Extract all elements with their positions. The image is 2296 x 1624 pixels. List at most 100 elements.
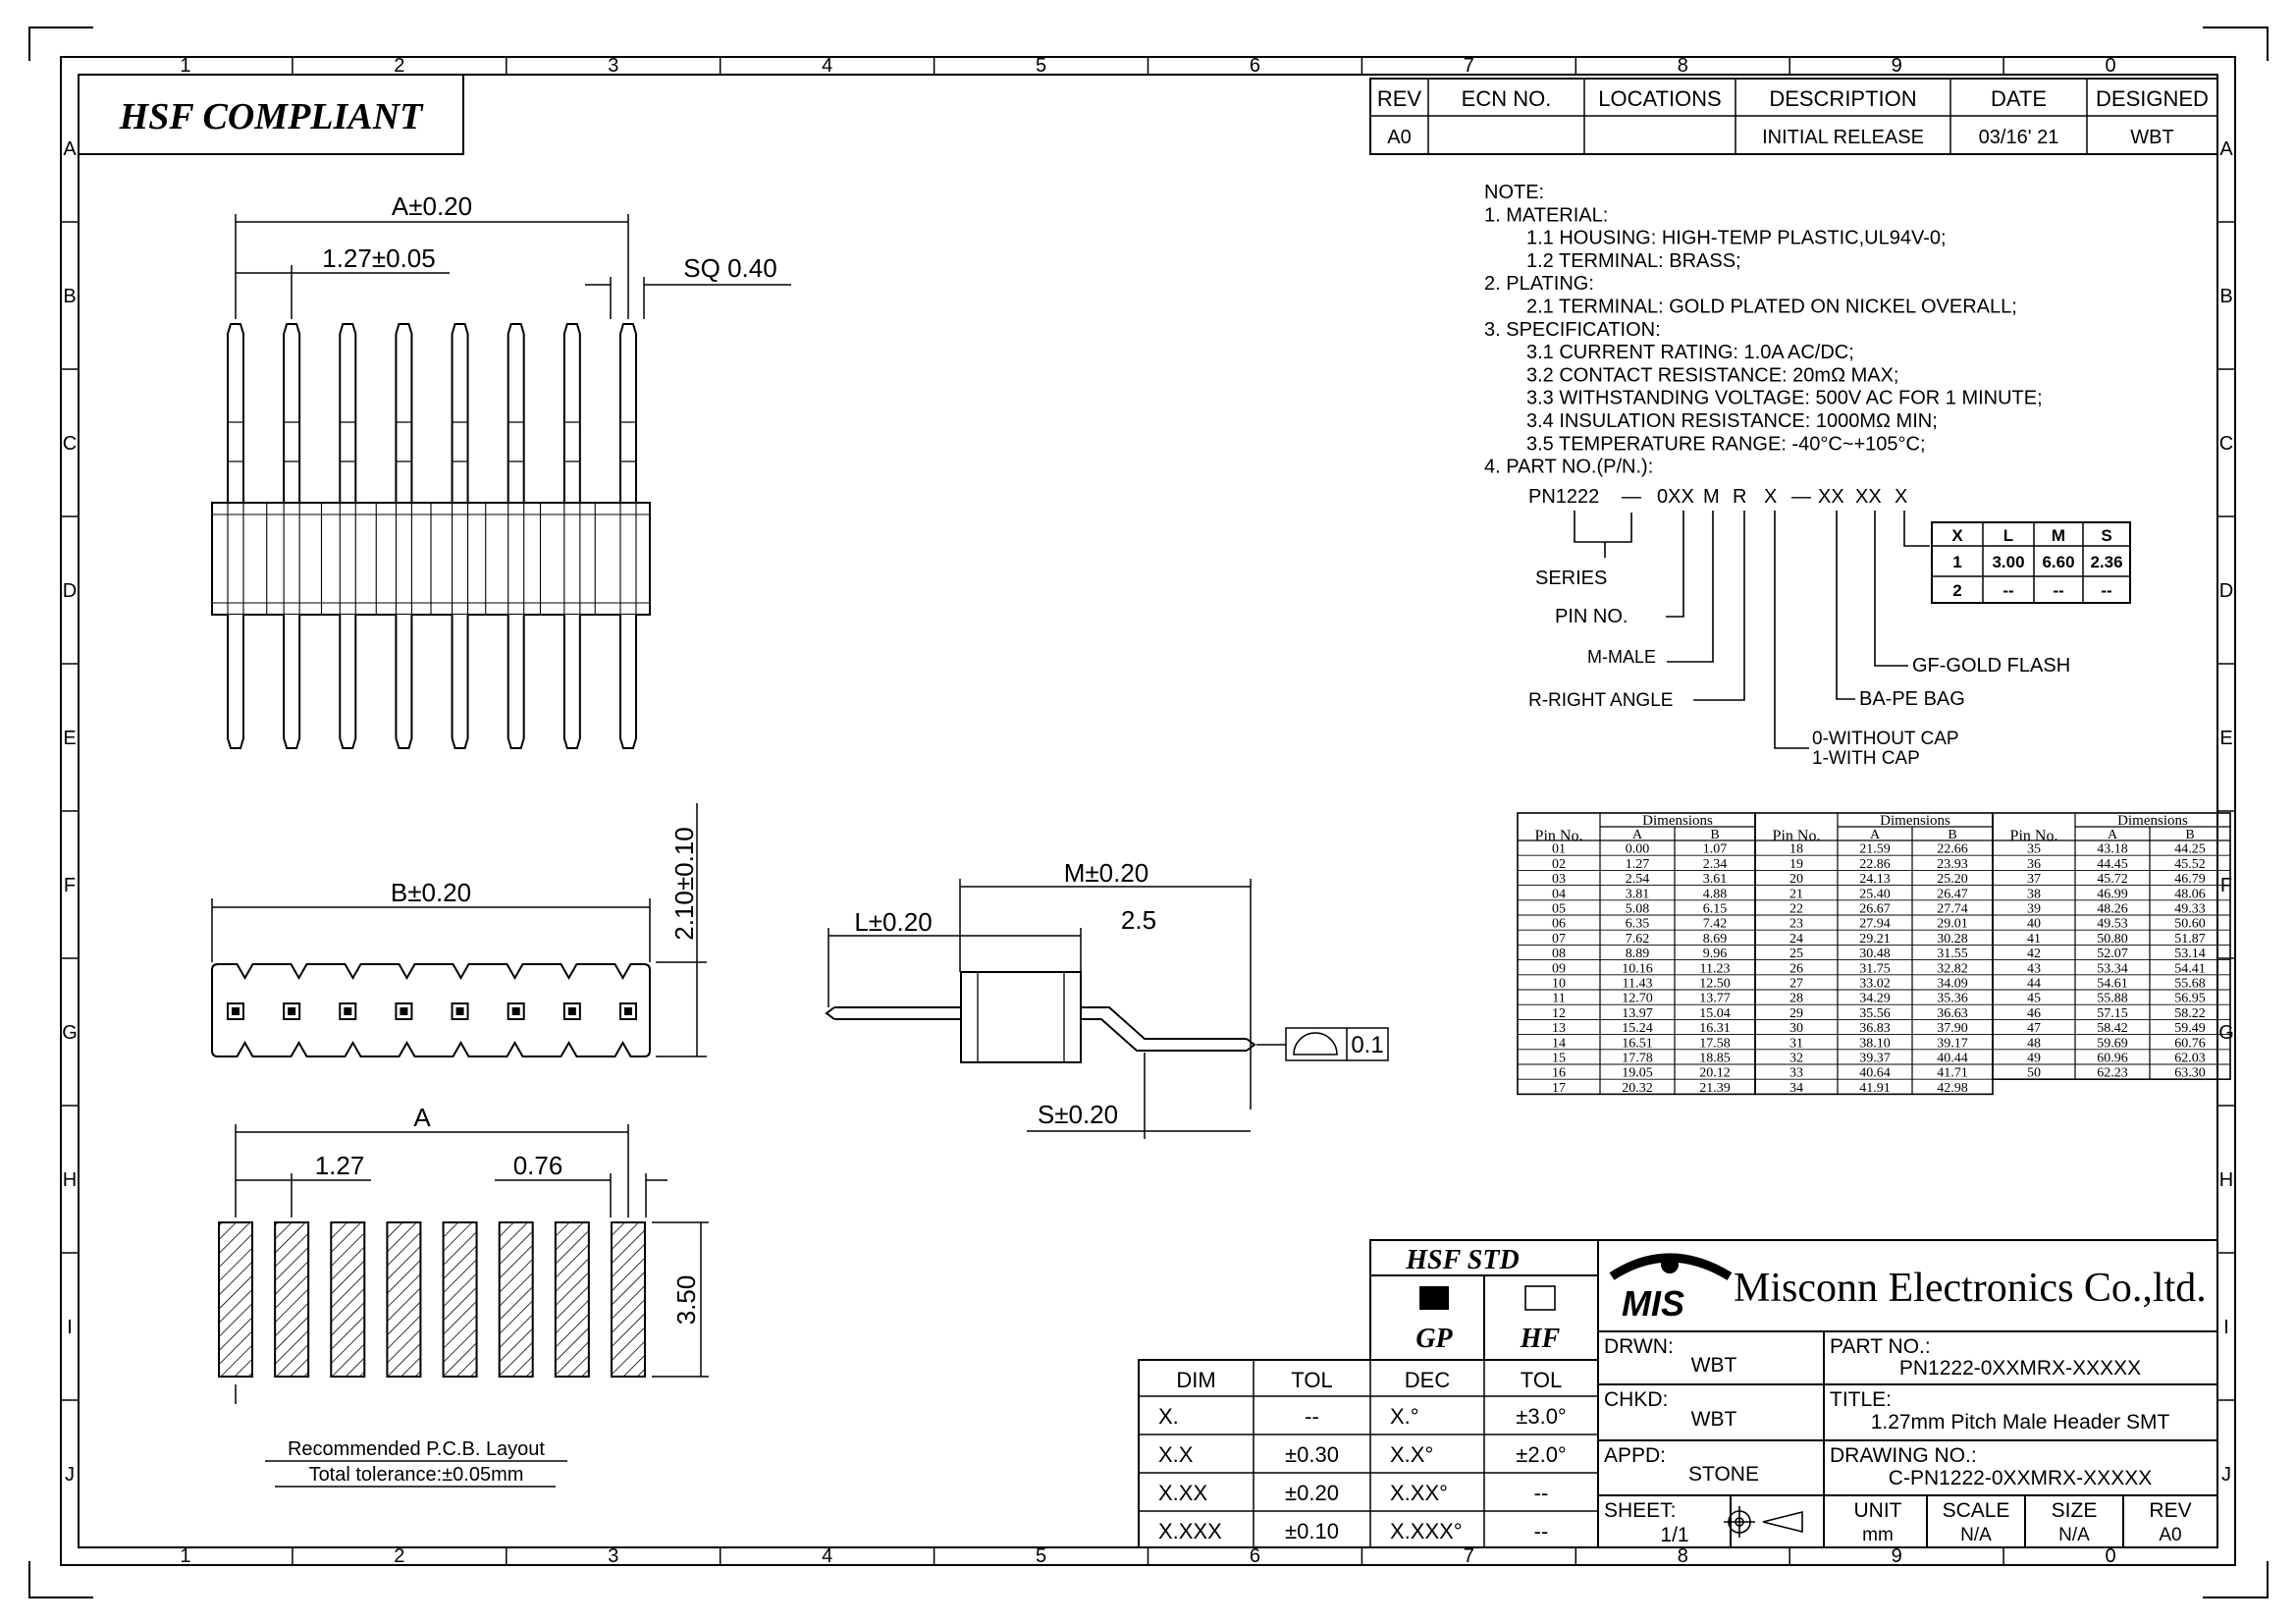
- pin-table-cell: 58.22: [2174, 1006, 2206, 1021]
- zone-col-bottom: 2: [394, 1545, 404, 1567]
- pin-table-cell: 54.41: [2174, 961, 2206, 976]
- tol-header: DEC: [1405, 1368, 1451, 1392]
- tol-cell: X.X: [1158, 1442, 1194, 1467]
- pin-table-cell: 51.87: [2174, 932, 2206, 947]
- notes-block: NOTE:1. MATERIAL:1.1 HOUSING: HIGH-TEMP …: [1484, 182, 2043, 478]
- pcb-pad: [218, 1221, 253, 1378]
- side-pin-core: [623, 1007, 632, 1015]
- pin-table-cell: 23: [1789, 917, 1803, 932]
- pin-table-cell: 45: [2027, 992, 2041, 1006]
- pin-table-cell: 41.91: [1859, 1081, 1891, 1096]
- hsf-std-block: HSF STD GP HF: [1369, 1239, 1599, 1361]
- title-block: MIS Misconn Electronics Co.,ltd. DRWN: W…: [1597, 1239, 2218, 1548]
- zone-row-left: H: [63, 1169, 77, 1191]
- pin-table-cell: 6.15: [1703, 902, 1728, 917]
- pin-table-cell: 25: [1789, 947, 1803, 961]
- pin-table-cell: 03: [1552, 872, 1566, 887]
- pin-table-cell: 30.48: [1859, 947, 1891, 961]
- pin-table-cell: 11: [1552, 992, 1565, 1006]
- title-label: TITLE:: [1830, 1388, 1892, 1411]
- pin-table-cell: 08: [1552, 947, 1566, 961]
- pcb-dim-pitch: 1.27: [315, 1151, 365, 1180]
- side-pin-hole: [451, 1002, 469, 1020]
- side-view-housing: [211, 963, 651, 1057]
- pin-table-cell: 43: [2027, 961, 2041, 976]
- pin-upper: [339, 323, 357, 503]
- rev-cell: INITIAL RELEASE: [1762, 127, 1924, 148]
- pin-table-cell: 62.03: [2174, 1052, 2206, 1066]
- size-table-cell: 3.00: [1992, 553, 2024, 571]
- pin-no-label: PIN NO.: [1555, 606, 1628, 627]
- pin-table-cell: 13.97: [1622, 1006, 1653, 1021]
- pin-table-cell: 3.61: [1703, 872, 1728, 887]
- pin-table-header-a: A: [1870, 828, 1881, 842]
- side-pin-core: [232, 1007, 240, 1015]
- pin-table-cell: 36: [2027, 857, 2041, 872]
- pin-table-cell: 31: [1789, 1036, 1803, 1051]
- pin-table-cell: 41: [2027, 932, 2041, 947]
- zone-col-bottom: 4: [822, 1545, 832, 1567]
- company-logo: MIS: [1609, 1253, 1733, 1324]
- note-line: 3.3 WITHSTANDING VOLTAGE: 500V AC FOR 1 …: [1526, 388, 2043, 409]
- pcb-tolerance: Total tolerance:±0.05mm: [309, 1464, 524, 1486]
- note-line: 1.2 TERMINAL: BRASS;: [1526, 250, 1741, 272]
- pin-table-cell: 48.26: [2097, 902, 2128, 917]
- pin-table-cell: 59.49: [2174, 1021, 2206, 1036]
- pin-table-cell: 48: [2027, 1036, 2041, 1051]
- pin-table-cell: 20.12: [1699, 1066, 1731, 1081]
- pin-table-cell: 13.77: [1699, 992, 1731, 1006]
- pin-table-cell: 62.23: [2097, 1066, 2128, 1081]
- company-name: Misconn Electronics Co.,ltd.: [1734, 1266, 2207, 1311]
- pin-table-cell: 22.86: [1859, 857, 1891, 872]
- side-pin-hole: [339, 1002, 357, 1020]
- zone-row-right: J: [2221, 1464, 2231, 1486]
- pin-table-cell: 8.89: [1626, 947, 1650, 961]
- pin-table-cell: 49.53: [2097, 917, 2128, 932]
- pin-table-cell: 8.69: [1703, 932, 1728, 947]
- rev-header: DESCRIPTION: [1769, 86, 1916, 111]
- pin-table-cell: 27: [1789, 977, 1803, 992]
- rev-header: DESIGNED: [2096, 86, 2209, 111]
- rev-value: A0: [2159, 1525, 2181, 1545]
- pin-table-cell: 22: [1789, 902, 1803, 917]
- pin-table-cell: 44: [2027, 977, 2041, 992]
- size-label: SIZE: [2052, 1499, 2098, 1522]
- rev-cell: WBT: [2130, 127, 2173, 148]
- pin-lower: [451, 615, 469, 749]
- rev-header: REV: [1377, 86, 1422, 111]
- size-table-cell: --: [2053, 581, 2063, 600]
- projection-symbol-icon: [1724, 1506, 1803, 1538]
- pin-table-cell: 40.64: [1859, 1066, 1891, 1081]
- pin-table-cell: 43.18: [2097, 842, 2128, 857]
- sheet-label: SHEET:: [1604, 1499, 1677, 1522]
- pcb-dimensions: [235, 1124, 709, 1488]
- pin-table-cell: 56.95: [2174, 992, 2206, 1006]
- pin-table-cell: 25.20: [1937, 872, 1968, 887]
- zone-row-left: C: [63, 433, 77, 455]
- tol-cell: X.°: [1390, 1404, 1419, 1429]
- zone-col-bottom: 8: [1678, 1545, 1688, 1567]
- pin-table-cell: 20: [1789, 872, 1803, 887]
- pin-table-cell: 57.15: [2097, 1006, 2128, 1021]
- pin-table-cell: 31.55: [1937, 947, 1968, 961]
- pcb-dim-pad: 0.76: [513, 1151, 563, 1180]
- top-view-dimensions: [235, 214, 791, 319]
- pin-table-cell: 46: [2027, 1006, 2041, 1021]
- pin-table-cell: 7.62: [1626, 932, 1650, 947]
- tol-cell: ±3.0°: [1516, 1404, 1566, 1429]
- pin-table-header-pin: Pin No.: [1535, 828, 1583, 844]
- size-table-cell: 1: [1952, 553, 1961, 571]
- pin-lower: [507, 615, 525, 749]
- pin-table-cell: 50: [2027, 1066, 2041, 1081]
- pin-table-cell: 2.54: [1626, 872, 1650, 887]
- pin-table-cell: 0.00: [1626, 842, 1650, 857]
- pin-table-header-a: A: [1632, 828, 1643, 842]
- pin-table-header-b: B: [1948, 828, 1956, 842]
- zone-row-left: D: [63, 580, 77, 602]
- zone-col-top: 7: [1464, 55, 1474, 77]
- zone-row-left: J: [65, 1464, 75, 1486]
- pin-table-cell: 49: [2027, 1052, 2041, 1066]
